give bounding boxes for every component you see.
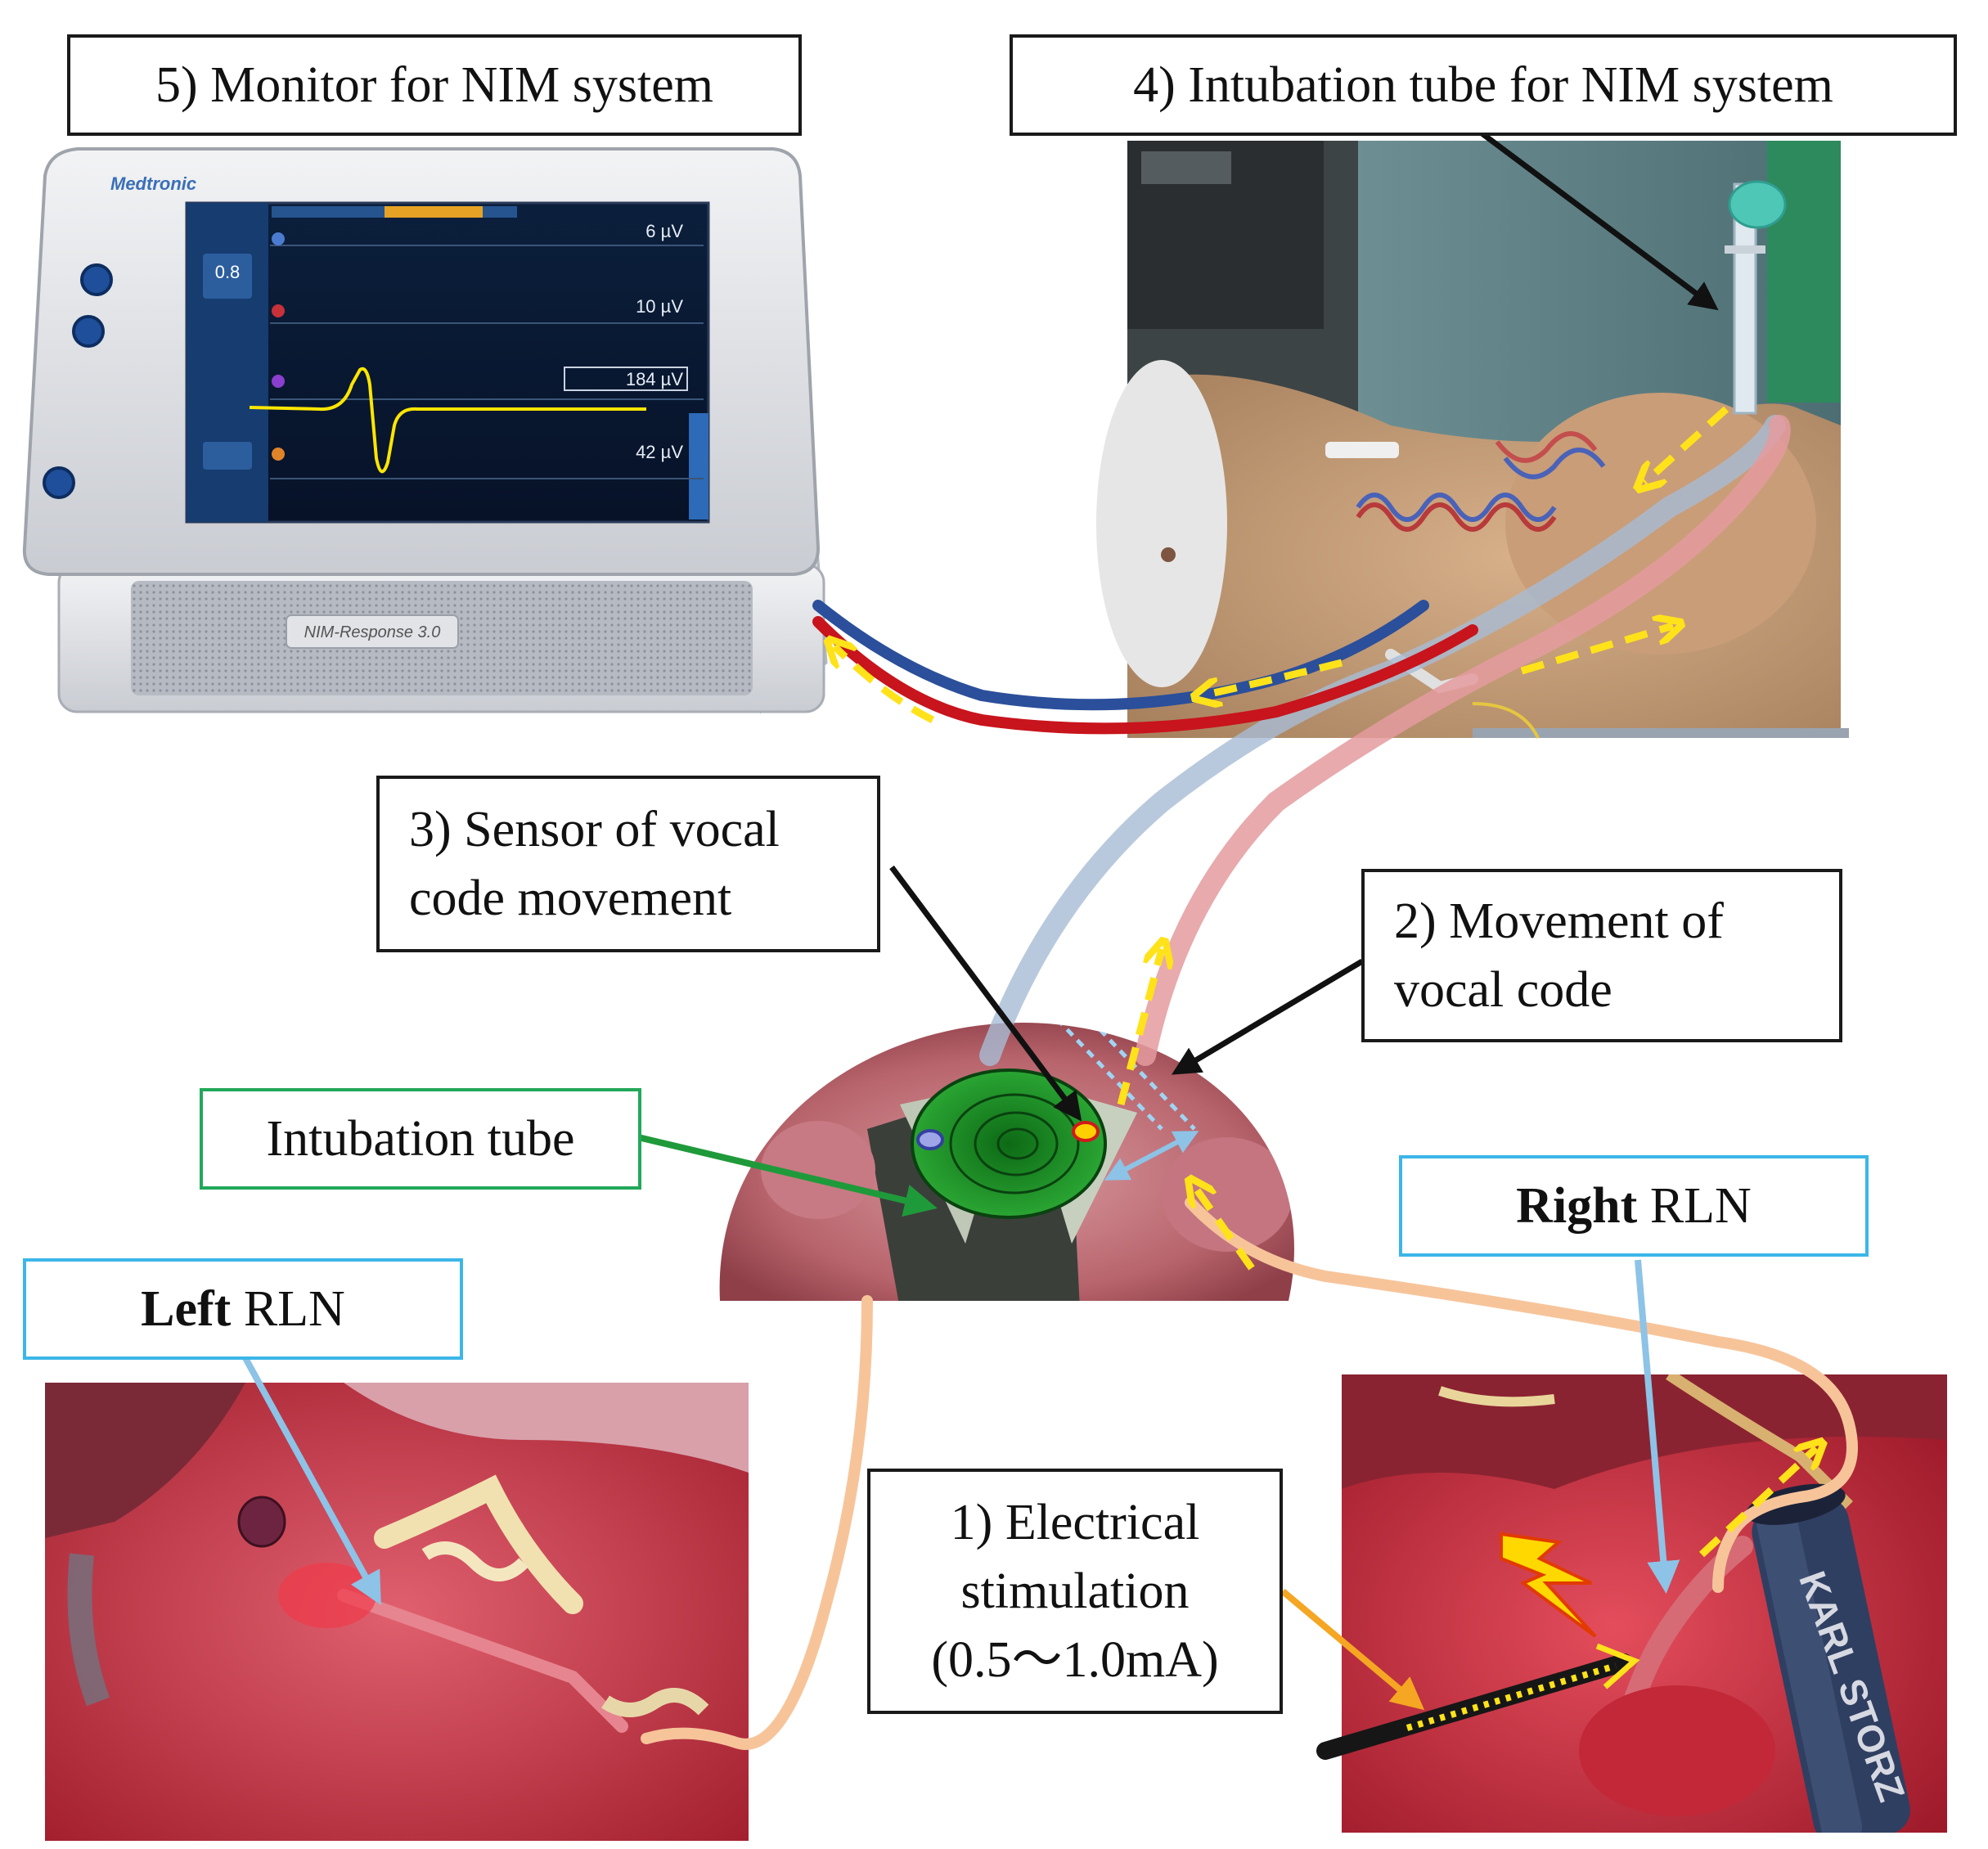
label-intubation-tube-nim: 4) Intubation tube for NIM system xyxy=(1010,34,1957,136)
readout-1: 6 µV xyxy=(645,221,683,241)
stim-probe-tip-icon xyxy=(1595,1643,1640,1689)
knob-icon xyxy=(80,263,113,296)
label-left-rln: Left RLN xyxy=(23,1258,463,1360)
brand-label: Medtronic xyxy=(110,173,196,194)
monitor-screen xyxy=(185,201,710,524)
monitor-cable-blue xyxy=(812,600,1429,711)
label-monitor: 5) Monitor for NIM system xyxy=(67,34,802,136)
signal-arrows xyxy=(834,406,1816,1558)
model-label: NIM-Response 3.0 xyxy=(304,623,441,641)
emg-waveform xyxy=(249,367,646,474)
right-rln-arrow xyxy=(1635,1259,1680,1594)
left-electrode-icon xyxy=(916,1129,944,1150)
left-nerve-path xyxy=(641,1295,873,1750)
readout-4: 42 µV xyxy=(636,442,683,462)
knob-icon xyxy=(72,315,105,348)
knob-icon xyxy=(43,466,75,499)
label-sensor: 3) Sensor of vocal code movement xyxy=(376,776,880,952)
patient-photo xyxy=(1096,141,1849,739)
stim-value: 0.8 xyxy=(215,262,241,282)
label-right-rln: Right RLN xyxy=(1399,1155,1869,1257)
label-vocal-movement: 2) Movement of vocal code xyxy=(1361,869,1842,1042)
monitor-cable-red xyxy=(812,616,1478,735)
left-rln-arrow xyxy=(242,1356,381,1606)
right-electrode-icon xyxy=(1072,1121,1100,1142)
sensor-wire-red xyxy=(1135,415,1791,1066)
right-rln-photo: KARL STORZ xyxy=(1342,1374,1947,1833)
tube-label-arrow xyxy=(637,1134,938,1217)
stim-probe-signal xyxy=(1406,1662,1617,1731)
readout-3: 184 µV xyxy=(626,369,683,389)
lightning-icon xyxy=(1500,1532,1597,1638)
stim-label-arrow xyxy=(1280,1588,1425,1711)
label-electrical-stimulation: 1) Electrical stimulation (0.5～1.0mA) xyxy=(867,1469,1283,1714)
nim-monitor: NIM-Response 3.0 Medtronic 0.8 6 µV 10 µ… xyxy=(22,147,828,714)
label-intubation-tube: Intubation tube xyxy=(200,1088,641,1190)
left-rln-photo xyxy=(45,1383,749,1841)
movement-pointer-arrow xyxy=(1171,958,1364,1075)
sensor-pointer-arrow xyxy=(889,865,1082,1122)
right-nerve-path xyxy=(1185,1197,1858,1593)
tube-pointer-arrow xyxy=(1478,130,1719,311)
readout-2: 10 µV xyxy=(636,296,683,317)
